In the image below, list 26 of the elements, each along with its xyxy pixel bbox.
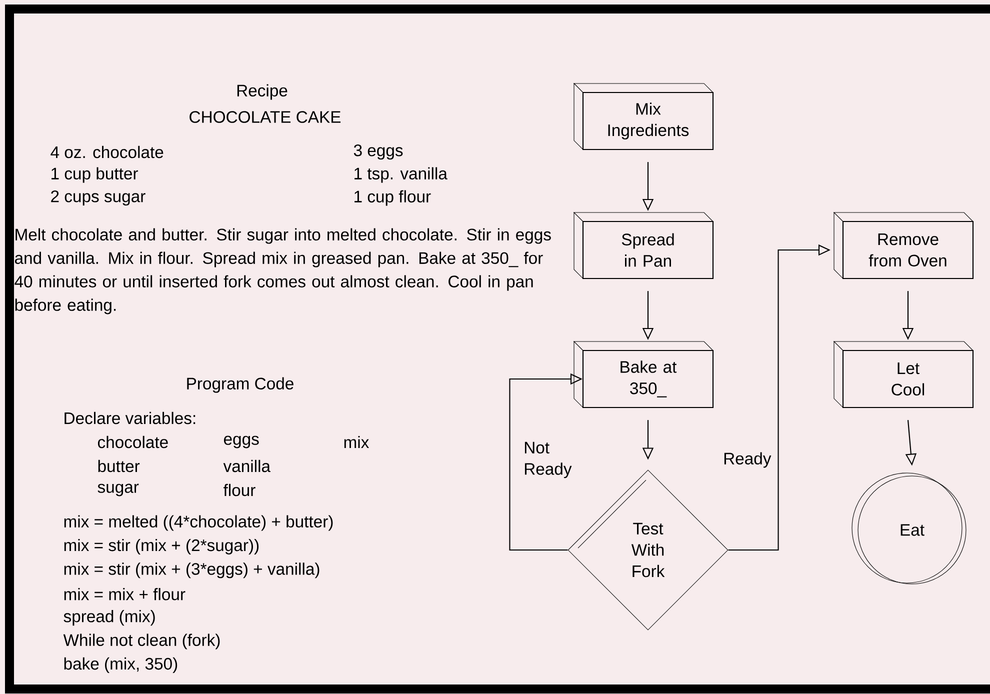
code-line: vanilla: [223, 460, 270, 472]
code-line: bake (mix, 350): [64, 657, 178, 673]
code-line: Declare variables:: [64, 412, 196, 424]
edge-label: Ready: [724, 452, 772, 468]
text-label: 1 cup butter: [52, 167, 138, 183]
code-line: sugar: [98, 484, 139, 496]
code-line: mix = stir (mix + (3*eggs) + vanilla): [64, 562, 320, 578]
text-label: 1 tsp. vanilla: [354, 167, 448, 183]
code-line: butter: [98, 460, 140, 472]
text-label: 3 eggs: [354, 144, 403, 160]
code-line: mix: [344, 436, 369, 448]
heading: CHOCOLATE CAKE: [190, 111, 340, 123]
heading: Program Code: [187, 377, 294, 393]
code-line: mix = mix + flour: [64, 588, 186, 600]
code-line: mix = melted ((4*chocolate) + butter): [64, 515, 333, 531]
text-label: 1 cup flour: [354, 190, 431, 206]
code-line: chocolate: [98, 436, 168, 448]
code-line: mix = stir (mix + (2*sugar)): [64, 538, 259, 554]
paragraph: Melt chocolate and butter. Stir sugar into melted chocolate. Stir in eggs and vanilla. Mix in flour. Spread mix in greased pan. Bake at 350_ for 40 minutes or until inserted fork comes out almost clean. Cool in pan before eating.: [14, 228, 551, 314]
code-line: eggs: [224, 436, 259, 448]
text-label: 2 cups sugar: [51, 190, 146, 206]
heading: Recipe: [237, 84, 288, 100]
code-line: While not clean (fork): [63, 634, 220, 650]
code-line: spread (mix): [64, 610, 155, 626]
text-label: 4 oz. chocolate: [50, 146, 164, 158]
code-line: flour: [224, 484, 256, 496]
